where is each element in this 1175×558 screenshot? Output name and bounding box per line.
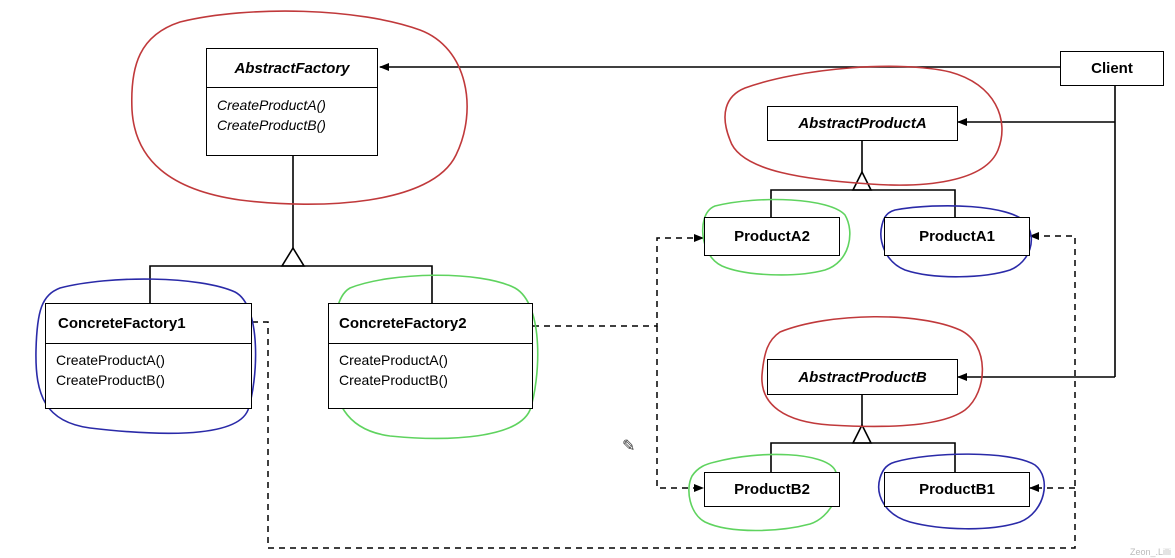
cf1-to-producta1-dashed bbox=[252, 232, 1076, 549]
watermark: Zeon_.Lilli bbox=[1129, 547, 1171, 557]
blue-circle-productb1 bbox=[878, 453, 1046, 530]
blue-circle-producta1 bbox=[880, 204, 1033, 278]
red-circle-abstractproductb bbox=[761, 315, 984, 428]
client-associations bbox=[379, 63, 1116, 381]
abstractfactory-operations: CreateProductA() CreateProductB() bbox=[207, 87, 377, 135]
concretefactory2-name: ConcreteFactory2 bbox=[339, 315, 467, 332]
producta2-name: ProductA2 bbox=[734, 228, 810, 245]
concretefactory2-op-create-product-b: CreateProductB() bbox=[339, 372, 448, 388]
red-annotations bbox=[130, 10, 1003, 428]
productb2-class: ProductB2 bbox=[704, 472, 840, 507]
concretefactory2-class: ConcreteFactory2 CreateProductA() Create… bbox=[328, 303, 533, 409]
productb-inheritance bbox=[770, 395, 956, 473]
green-circle-productb2 bbox=[688, 453, 839, 532]
concretefactory2-operations: CreateProductA() CreateProductB() bbox=[329, 343, 532, 390]
concretefactory2-op-create-product-a: CreateProductA() bbox=[339, 352, 448, 368]
blue-annotations bbox=[35, 204, 1046, 530]
concretefactory1-class: ConcreteFactory1 CreateProductA() Create… bbox=[45, 303, 252, 409]
blue-circle-concretefactory1 bbox=[35, 278, 257, 435]
producta1-name: ProductA1 bbox=[919, 228, 995, 245]
abstractproductb-class: AbstractProductB bbox=[767, 359, 958, 395]
producta-inheritance-triangle bbox=[851, 170, 873, 191]
cf2-to-producta2-dashed bbox=[533, 234, 704, 327]
productb2-name: ProductB2 bbox=[734, 481, 810, 498]
red-circle-abstractproducta bbox=[724, 65, 1003, 186]
abstractproductb-name: AbstractProductB bbox=[798, 368, 927, 386]
concretefactory1-operations: CreateProductA() CreateProductB() bbox=[46, 343, 251, 390]
abstractfactory-op-create-product-a: CreateProductA() bbox=[217, 97, 326, 113]
producta1-class: ProductA1 bbox=[884, 217, 1030, 256]
abstractfactory-name: AbstractFactory bbox=[234, 60, 350, 77]
client-class: Client bbox=[1060, 51, 1164, 86]
concretefactory1-op-create-product-a: CreateProductA() bbox=[56, 352, 165, 368]
factory-inheritance-triangle bbox=[280, 246, 306, 267]
abstractfactory-class: AbstractFactory CreateProductA() CreateP… bbox=[206, 48, 378, 156]
productb-inheritance-triangle bbox=[851, 423, 873, 444]
cf2-to-productb2-dashed bbox=[656, 326, 704, 492]
productb1-class: ProductB1 bbox=[884, 472, 1030, 507]
concretefactory1-name: ConcreteFactory1 bbox=[58, 315, 186, 332]
red-circle-abstractfactory bbox=[130, 10, 468, 206]
productb1-name: ProductB1 bbox=[919, 481, 995, 498]
factory-inheritance bbox=[149, 155, 433, 303]
pencil-cursor-icon: ✎ bbox=[622, 438, 636, 455]
producta-inheritance bbox=[770, 140, 956, 217]
abstractproducta-class: AbstractProductA bbox=[767, 106, 958, 141]
concretefactory1-op-create-product-b: CreateProductB() bbox=[56, 372, 165, 388]
client-name: Client bbox=[1091, 60, 1133, 77]
producta2-class: ProductA2 bbox=[704, 217, 840, 256]
creation-dependencies bbox=[252, 232, 1076, 549]
abstractfactory-op-create-product-b: CreateProductB() bbox=[217, 117, 326, 133]
abstractproducta-name: AbstractProductA bbox=[798, 115, 927, 132]
